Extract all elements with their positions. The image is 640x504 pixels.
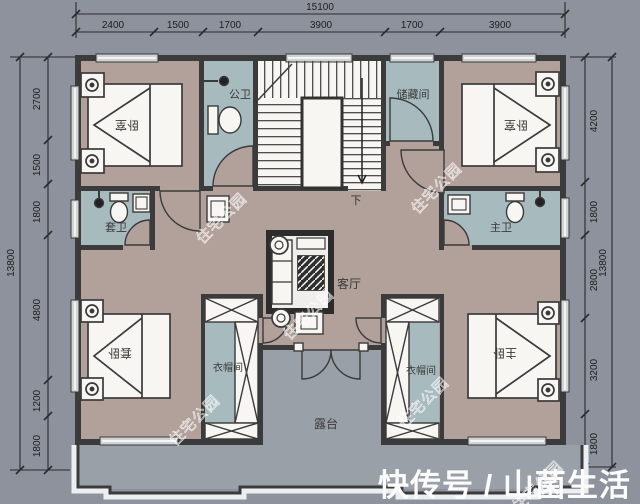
door-master-bathroom xyxy=(443,219,470,246)
toilet-icon xyxy=(505,192,525,202)
public-bathroom-fixtures xyxy=(204,75,242,135)
door-suite-bathroom xyxy=(124,219,151,246)
dim-left-seg: 1800 xyxy=(32,200,43,223)
dim-left-seg: 1800 xyxy=(32,434,43,457)
dim-right-seg: 2800 xyxy=(589,268,600,291)
sofa-bench xyxy=(296,237,326,250)
dim-right-seg: 1800 xyxy=(589,200,600,223)
bed-top-left xyxy=(80,72,183,174)
windows xyxy=(70,53,570,446)
furniture xyxy=(80,71,560,440)
suite-bathroom-fixtures xyxy=(93,191,151,224)
label-bedroom-top-left: 卧室 xyxy=(115,118,139,133)
dim-right-seg: 1800 xyxy=(589,432,600,455)
bed-suite xyxy=(80,299,171,401)
door-bedroom-top-right xyxy=(400,149,445,194)
label-cloakroom-right: 衣帽间 xyxy=(406,364,436,377)
toilet-icon xyxy=(109,192,129,202)
dim-top-seg: 1700 xyxy=(219,20,242,31)
bed-master xyxy=(467,301,560,402)
dim-left-seg: 1500 xyxy=(32,153,43,176)
shower-icon xyxy=(218,75,230,87)
dim-right-seg: 4200 xyxy=(589,109,600,132)
label-storage: 储藏间 xyxy=(397,87,430,101)
label-terrace: 露台 xyxy=(314,416,338,431)
dim-left-seg: 1200 xyxy=(32,389,43,412)
door-public-bathroom xyxy=(212,145,254,187)
dim-right-seg: 3200 xyxy=(589,358,600,381)
dim-right-total: 13800 xyxy=(598,249,609,277)
dim-top-seg: 3900 xyxy=(489,20,512,31)
dim-left-total: 13800 xyxy=(6,249,17,277)
dim-top-total: 15100 xyxy=(306,2,334,13)
dimension-labels: 15100 2400 1500 1700 3900 1700 3900 1380… xyxy=(6,2,609,457)
label-stair-down: 下 xyxy=(351,195,362,207)
door-jamb xyxy=(293,342,304,352)
stair-void xyxy=(300,96,344,190)
terrace-parapet-trim xyxy=(71,445,589,500)
dim-top-seg: 1700 xyxy=(401,20,424,31)
wardrobes-left xyxy=(204,297,259,440)
bed-top-right xyxy=(461,71,560,173)
door-jamb xyxy=(358,342,369,352)
label-living-room: 客厅 xyxy=(337,276,361,291)
dim-left-seg: 4800 xyxy=(32,298,43,321)
label-cloakroom-left: 衣帽间 xyxy=(213,361,243,374)
door-master-bedroom xyxy=(355,317,382,344)
channel-watermark: 快传号 / 山菌生活 xyxy=(378,468,631,503)
label-suite-bathroom: 套卫 xyxy=(105,221,127,234)
door-bedroom-top-left xyxy=(159,190,201,232)
door-terrace-right-leaf xyxy=(330,349,361,380)
stair-break-line xyxy=(257,63,293,101)
wardrobes-right xyxy=(385,297,440,440)
dim-left-seg: 2700 xyxy=(32,87,43,110)
label-suite-bedroom: 套卧 xyxy=(108,346,132,360)
dim-top-seg: 3900 xyxy=(310,20,333,31)
terrace-floor xyxy=(78,445,582,489)
dim-top-seg: 2400 xyxy=(102,20,125,31)
terrace xyxy=(71,445,589,500)
label-master-bathroom: 主卫 xyxy=(490,221,512,234)
label-bedroom-top-right: 卧室 xyxy=(504,118,528,133)
room-labels: 卧室 公卫 储藏间 卧室 套卫 主卫 客厅 套卧 衣帽间 衣帽间 主卧 露台 下 xyxy=(105,87,528,431)
living-room-set xyxy=(266,230,334,335)
toilet-icon xyxy=(207,105,219,135)
shower-icon xyxy=(534,196,546,208)
shower-icon xyxy=(93,197,105,209)
master-bathroom-fixtures xyxy=(447,191,546,224)
terrace-parapet-wall xyxy=(76,445,584,495)
label-master-bedroom: 主卧 xyxy=(493,346,517,360)
staircase xyxy=(257,61,384,191)
door-storage xyxy=(389,97,434,142)
dim-top-seg: 1500 xyxy=(167,20,190,31)
label-public-bathroom: 公卫 xyxy=(229,89,251,101)
